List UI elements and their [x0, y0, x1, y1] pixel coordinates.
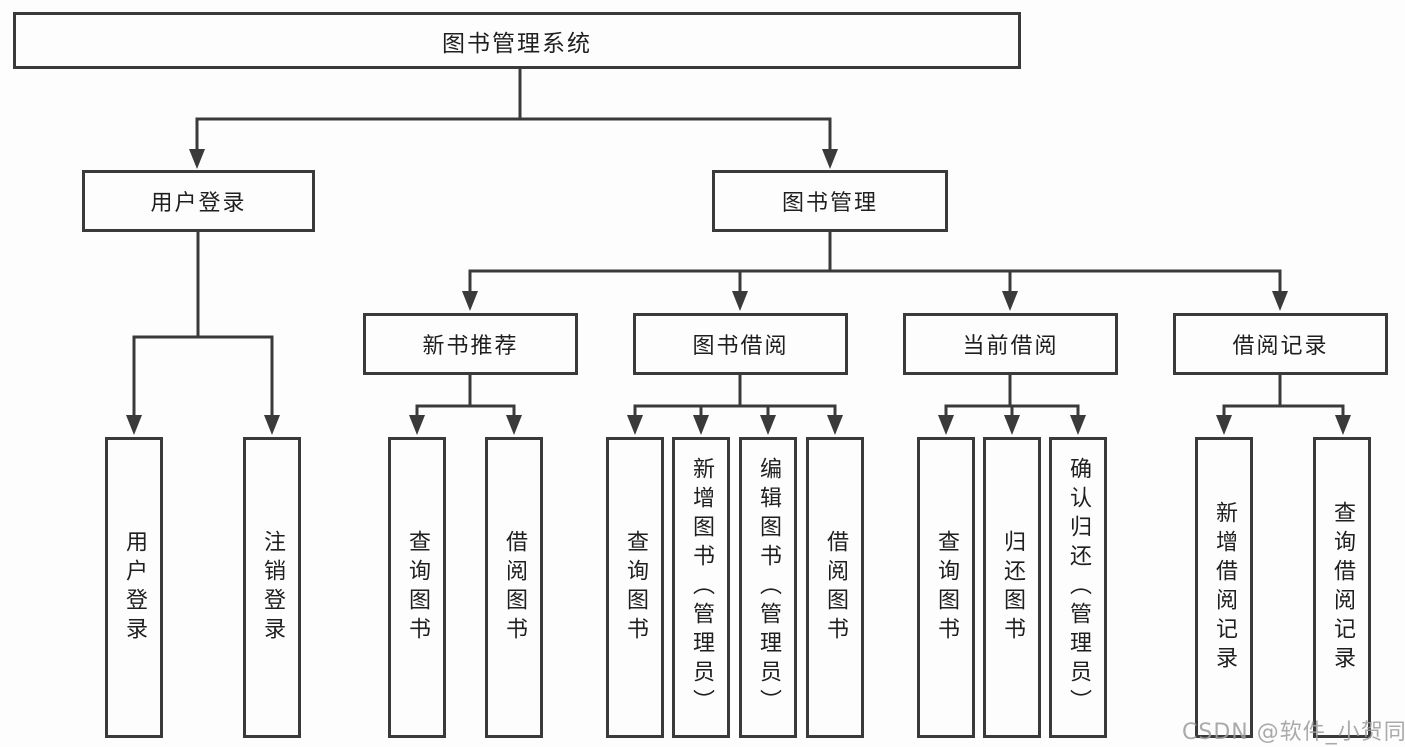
leaf-return-book: 归还图书	[983, 437, 1041, 738]
node-library-management-system: 图书管理系统	[13, 12, 1021, 69]
node-label: 用户登录	[150, 191, 247, 216]
node-label: 用户登录	[122, 529, 147, 646]
connector-new-book-recommendation-children	[409, 373, 522, 435]
node-label: 借阅图书	[823, 529, 848, 646]
leaf-borrow-books-recommendation: 借阅图书	[485, 437, 543, 738]
node-borrowing-records: 借阅记录	[1173, 313, 1388, 375]
connector-book-borrowing-children	[627, 373, 843, 435]
leaf-query-books-current: 查询图书	[917, 437, 975, 738]
leaf-user-login: 用户登录	[105, 437, 163, 738]
node-label: 归还图书	[1000, 529, 1025, 646]
node-label: 图书借阅	[692, 334, 789, 359]
leaf-add-borrow-record: 新增借阅记录	[1195, 437, 1253, 738]
node-label: 借阅记录	[1232, 334, 1329, 359]
connector-root-to-branches	[189, 68, 838, 169]
leaf-logout: 注销登录	[243, 437, 301, 738]
node-label: 新书推荐	[422, 334, 519, 359]
connector-book-management-children	[462, 230, 1288, 311]
leaf-query-books-borrowing: 查询图书	[606, 437, 664, 738]
node-label: 查询借阅记录	[1330, 500, 1355, 675]
leaf-confirm-return-admin: 确认归还（管理员）	[1049, 437, 1107, 738]
node-user-login: 用户登录	[82, 170, 315, 232]
node-label: 图书管理	[781, 191, 878, 216]
node-label: 新增图书（管理员）	[689, 457, 714, 718]
node-label: 查询图书	[405, 529, 430, 646]
leaf-add-book-admin: 新增图书（管理员）	[672, 437, 730, 738]
connector-user-login-children	[126, 230, 280, 435]
node-label: 注销登录	[260, 529, 285, 646]
node-book-management: 图书管理	[712, 170, 948, 232]
node-label: 新增借阅记录	[1212, 500, 1237, 675]
leaf-query-borrow-record: 查询借阅记录	[1313, 437, 1371, 738]
node-current-borrowing: 当前借阅	[903, 313, 1118, 375]
node-label: 借阅图书	[502, 529, 527, 646]
node-new-book-recommendation: 新书推荐	[363, 313, 578, 375]
node-label: 当前借阅	[962, 334, 1059, 359]
node-label: 确认归还（管理员）	[1066, 457, 1091, 718]
node-label: 编辑图书（管理员）	[756, 457, 781, 718]
leaf-edit-book-admin: 编辑图书（管理员）	[739, 437, 797, 738]
csdn-watermark: CSDN @软件_小贺同学	[1182, 720, 1405, 745]
connector-borrowing-records-children	[1216, 373, 1351, 435]
node-book-borrowing: 图书借阅	[633, 313, 848, 375]
node-label: 查询图书	[934, 529, 959, 646]
node-label: 查询图书	[623, 529, 648, 646]
leaf-query-books-recommendation: 查询图书	[388, 437, 446, 738]
connector-current-borrowing-children	[938, 373, 1086, 435]
node-label: 图书管理系统	[442, 30, 592, 57]
leaf-borrow-books: 借阅图书	[806, 437, 864, 738]
